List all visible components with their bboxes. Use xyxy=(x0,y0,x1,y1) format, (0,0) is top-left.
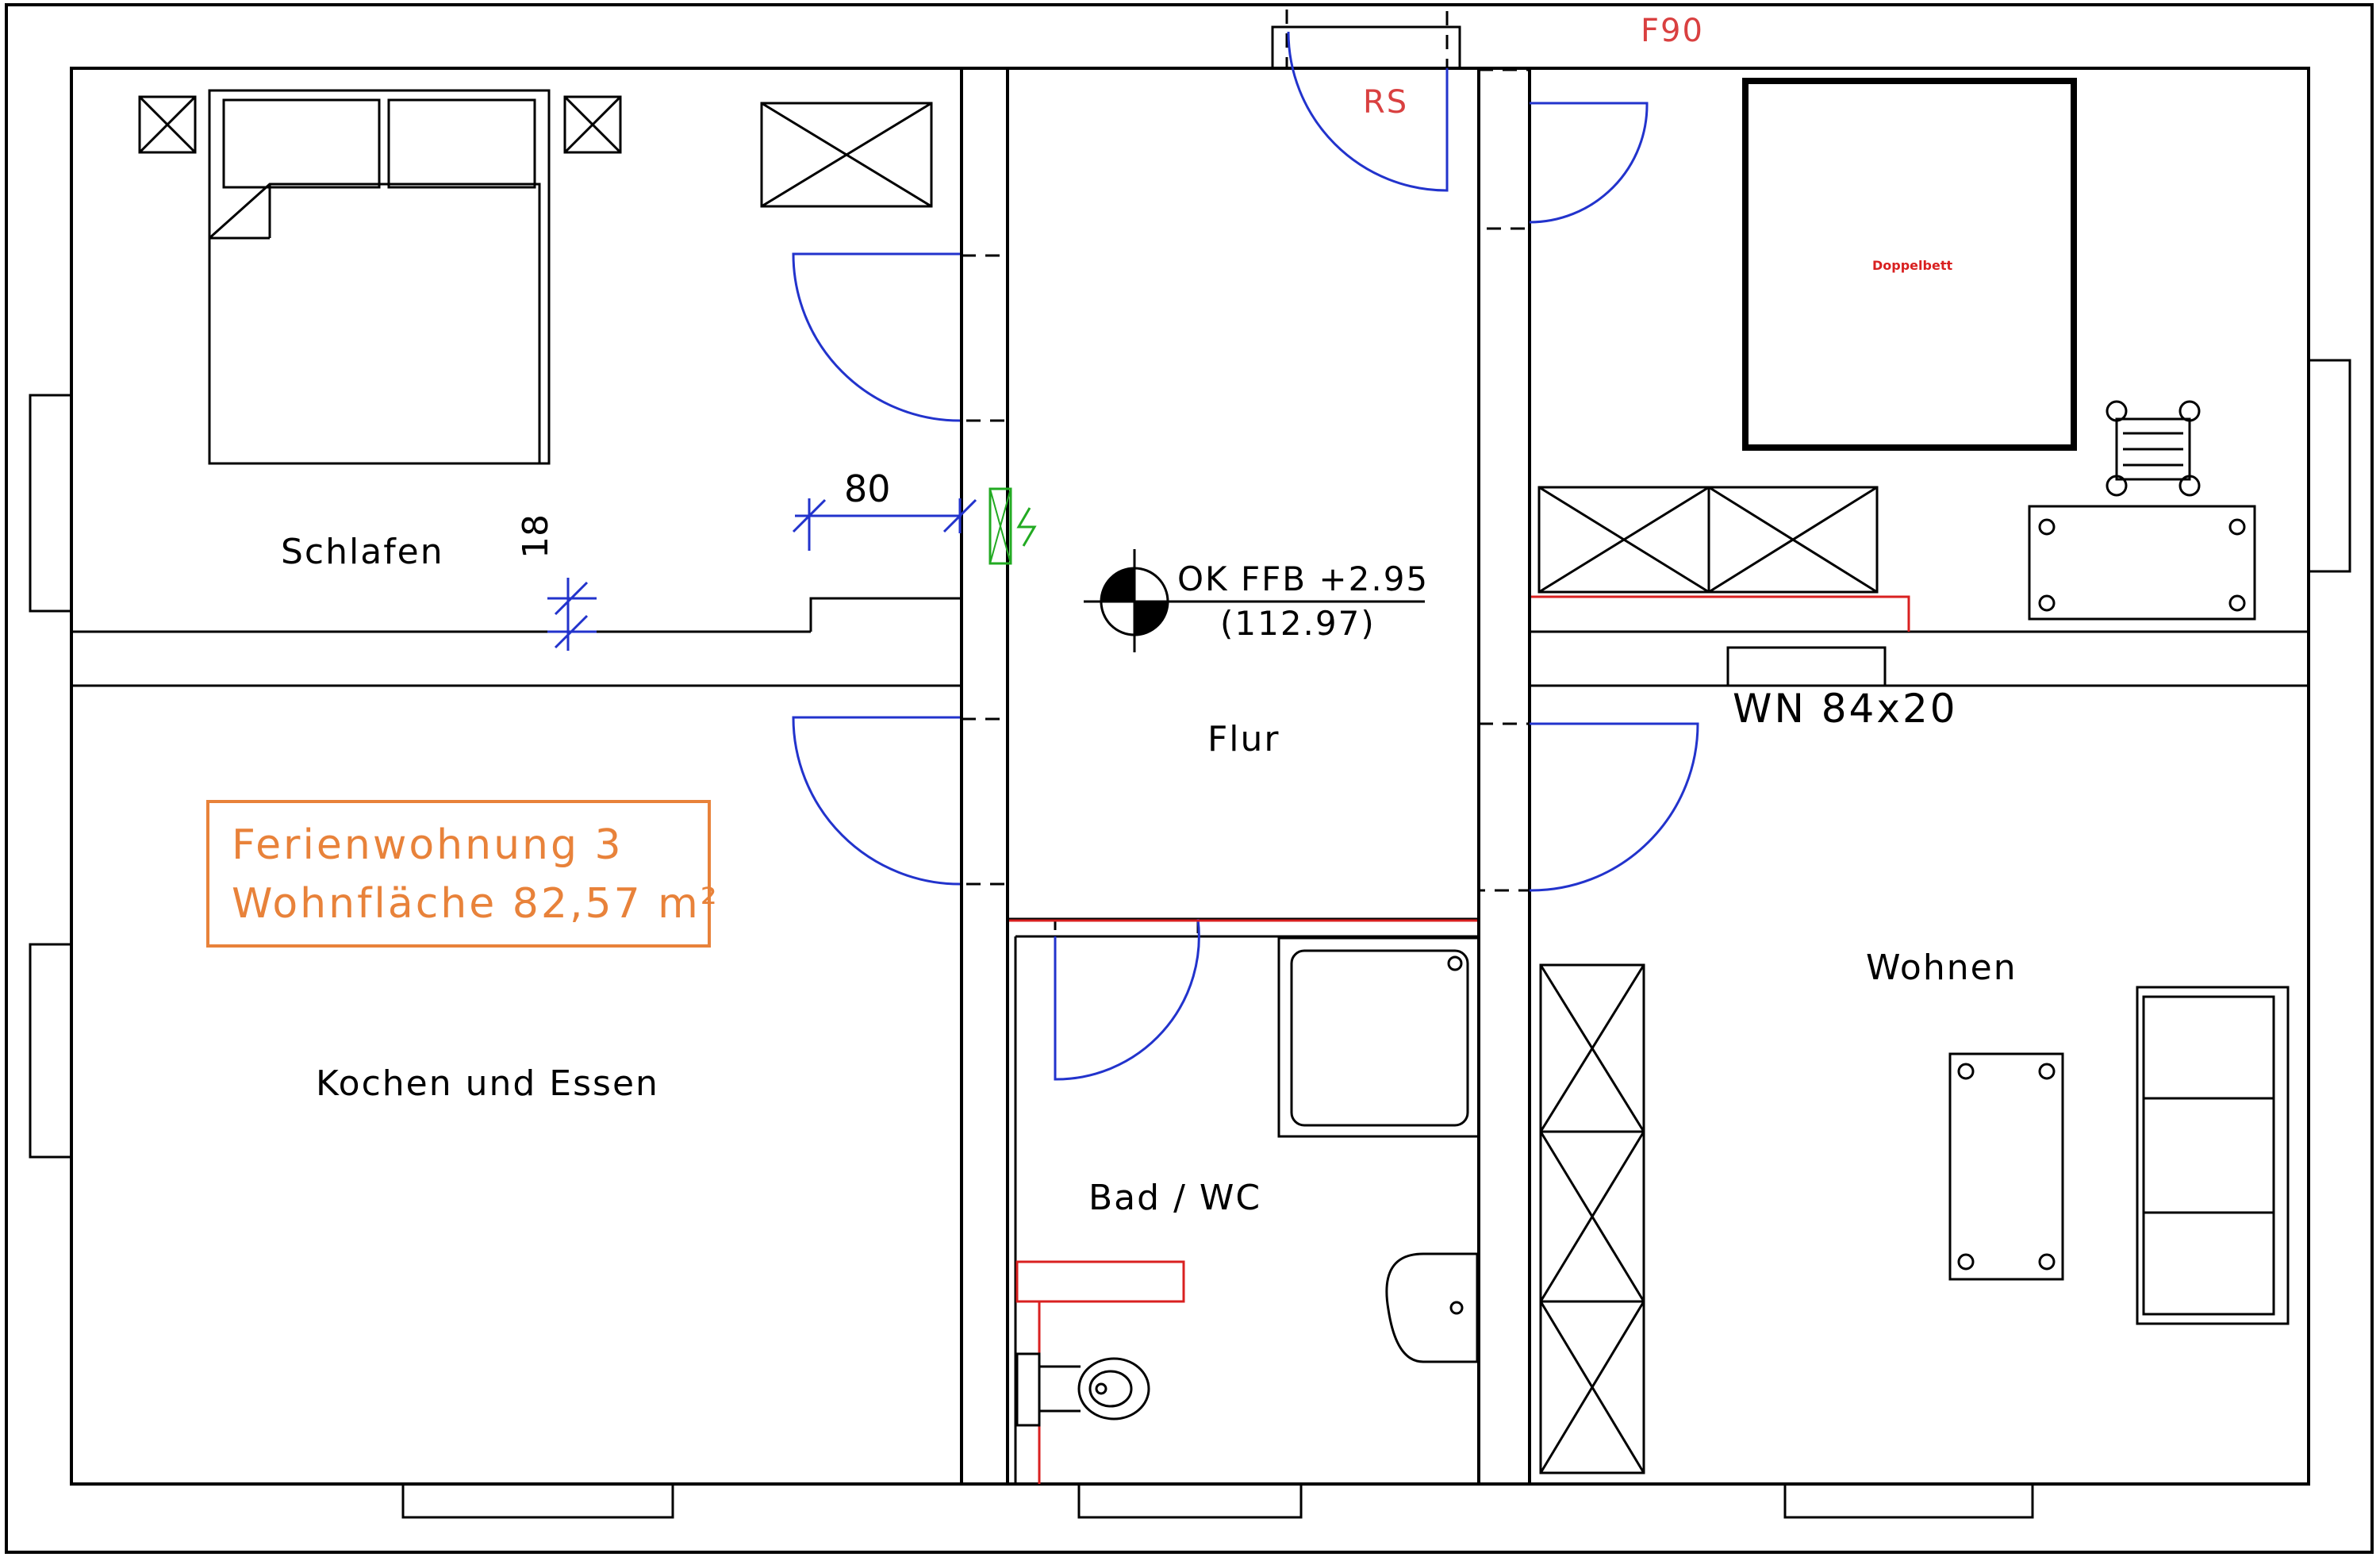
coffee-table xyxy=(1948,1052,2064,1281)
double-bed-label: Doppelbett xyxy=(1872,258,1952,273)
dimension-18 xyxy=(547,578,597,651)
dimension-80 xyxy=(792,498,977,551)
level-marker-symbol xyxy=(1084,549,1425,652)
wardrobe-right xyxy=(1537,486,1879,594)
outer-walls xyxy=(5,3,2374,1554)
level-primary-label: OK FFB +2.95 xyxy=(1177,559,1429,598)
info-box-title: Ferienwohnung 3 xyxy=(232,821,624,869)
red-lines xyxy=(1009,595,1910,1484)
dimension-depth-label: 18 xyxy=(516,514,556,559)
desk-right xyxy=(2028,505,2256,621)
interior-walls xyxy=(71,597,2309,1484)
fire-rating-label: F90 xyxy=(1641,13,1704,49)
bed-schlafen xyxy=(208,89,551,465)
level-secondary-label: (112.97) xyxy=(1220,604,1376,643)
radiator-symbol xyxy=(1726,646,1887,687)
switch-symbol xyxy=(988,487,1037,565)
toilet xyxy=(1015,1352,1150,1427)
smoke-door-label: RS xyxy=(1363,84,1408,121)
shower-tray xyxy=(1277,936,1480,1138)
door-swings xyxy=(792,31,1699,1081)
double-bed xyxy=(1742,78,2077,451)
shelf-wohnen xyxy=(1539,963,1645,1474)
door-openings xyxy=(960,3,1531,938)
wardrobe-schlafen xyxy=(760,102,933,208)
sofa xyxy=(2136,986,2290,1325)
room-label-flur: Flur xyxy=(1207,719,1280,759)
room-label-wohnen: Wohnen xyxy=(1866,948,2017,988)
info-box xyxy=(206,800,711,948)
nightstands xyxy=(138,95,622,154)
radiator-label: WN 84x20 xyxy=(1733,686,1958,732)
windows xyxy=(29,25,2351,1519)
dimension-width-label: 80 xyxy=(844,467,891,510)
heater-symbol xyxy=(2106,400,2201,497)
info-box-area: Wohnfläche 82,57 m² xyxy=(232,880,720,928)
room-label-bad: Bad / WC xyxy=(1088,1178,1261,1218)
room-label-kochen: Kochen und Essen xyxy=(316,1063,659,1104)
room-label-schlafen: Schlafen xyxy=(281,532,444,572)
washbasin xyxy=(1385,1252,1479,1363)
